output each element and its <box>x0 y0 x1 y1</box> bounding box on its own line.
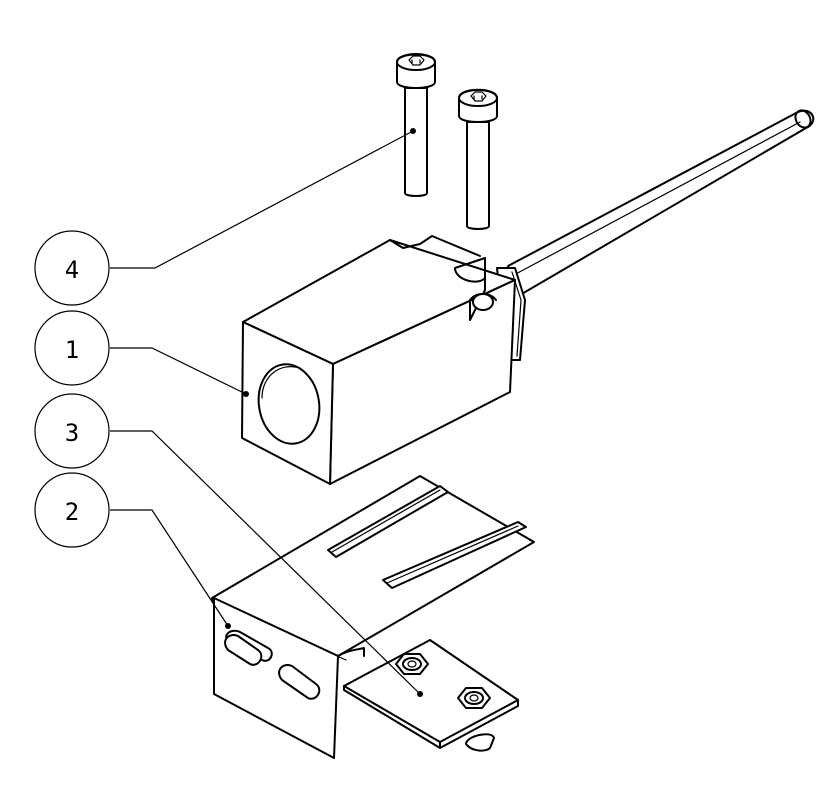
balloon-1: 1 <box>34 310 110 386</box>
leader-3 <box>110 430 421 695</box>
balloon-3: 3 <box>34 393 110 469</box>
balloon-2-label: 2 <box>65 498 79 526</box>
sensor-body <box>241 235 526 485</box>
balloon-2: 2 <box>34 472 110 548</box>
cap-screw-left <box>396 53 436 197</box>
balloon-1-label: 1 <box>65 336 79 364</box>
balloon-4-label: 4 <box>65 256 79 284</box>
mounting-bracket <box>211 475 535 759</box>
balloon-4: 4 <box>34 230 110 306</box>
leader-2 <box>110 509 229 627</box>
leader-lines <box>110 128 421 695</box>
sensor-cable <box>507 109 815 296</box>
leader-4 <box>110 130 414 269</box>
balloon-3-label: 3 <box>65 419 79 447</box>
leader-1 <box>110 347 247 395</box>
cap-screw-right <box>458 88 498 230</box>
clamp-plate <box>343 639 519 752</box>
